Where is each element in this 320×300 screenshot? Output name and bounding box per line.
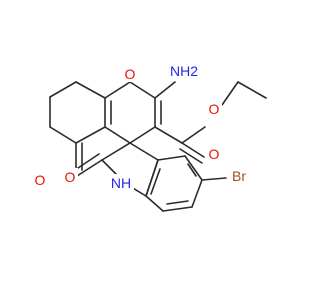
ester-carbonyl-oxygen-label: O [209, 146, 220, 162]
bond [129, 81, 156, 99]
bond [49, 81, 77, 98]
ring-oxygen-label: O [125, 66, 136, 82]
ester-oxygen-label: O [209, 101, 220, 117]
bond [166, 200, 189, 205]
bond [157, 155, 186, 161]
bonds [49, 81, 267, 212]
structure-diagram: O NH2 O O O O NH Br [32, 62, 267, 212]
bond [201, 177, 227, 181]
ketone-oxygen-atom: O [32, 171, 48, 188]
bond [145, 195, 164, 212]
amino-label: NH2 [170, 63, 198, 79]
lactam-nitrogen-label: NH [111, 175, 131, 191]
bond [237, 81, 267, 99]
bond [75, 81, 106, 99]
bond [179, 148, 203, 164]
bond [181, 126, 206, 144]
bond [181, 142, 205, 158]
bromine-label: Br [232, 168, 246, 184]
bond [145, 159, 159, 197]
ester-oxygen-atom: O [206, 100, 222, 117]
bond [154, 81, 176, 99]
bromine-atom: Br [227, 167, 251, 185]
ring-oxygen-atom: O [122, 65, 138, 82]
bond [221, 81, 239, 106]
bond [154, 126, 183, 144]
lactam-oxygen-label: O [65, 169, 76, 185]
bond [74, 153, 100, 171]
bond [75, 126, 106, 144]
lactam-nitrogen-atom: NH [108, 174, 134, 192]
amino-group: NH2 [166, 62, 200, 80]
bond [191, 179, 203, 208]
bond [104, 81, 131, 99]
bond [162, 206, 193, 212]
bond [101, 159, 119, 177]
bond [104, 126, 131, 144]
atom-labels: O NH2 O O O O NH Br [32, 62, 251, 192]
lactam-oxygen-atom: O [62, 168, 78, 185]
bond [187, 163, 197, 177]
bond [150, 168, 161, 195]
ester-carbonyl-oxygen-atom: O [206, 145, 222, 162]
bond [184, 155, 203, 181]
bond [76, 159, 103, 177]
bond [129, 142, 159, 161]
molecule-svg: O NH2 O O O O NH Br [32, 62, 267, 212]
bond [101, 142, 131, 161]
ketone-oxygen-label: O [35, 172, 46, 188]
bond [129, 126, 156, 144]
bond [49, 126, 77, 144]
